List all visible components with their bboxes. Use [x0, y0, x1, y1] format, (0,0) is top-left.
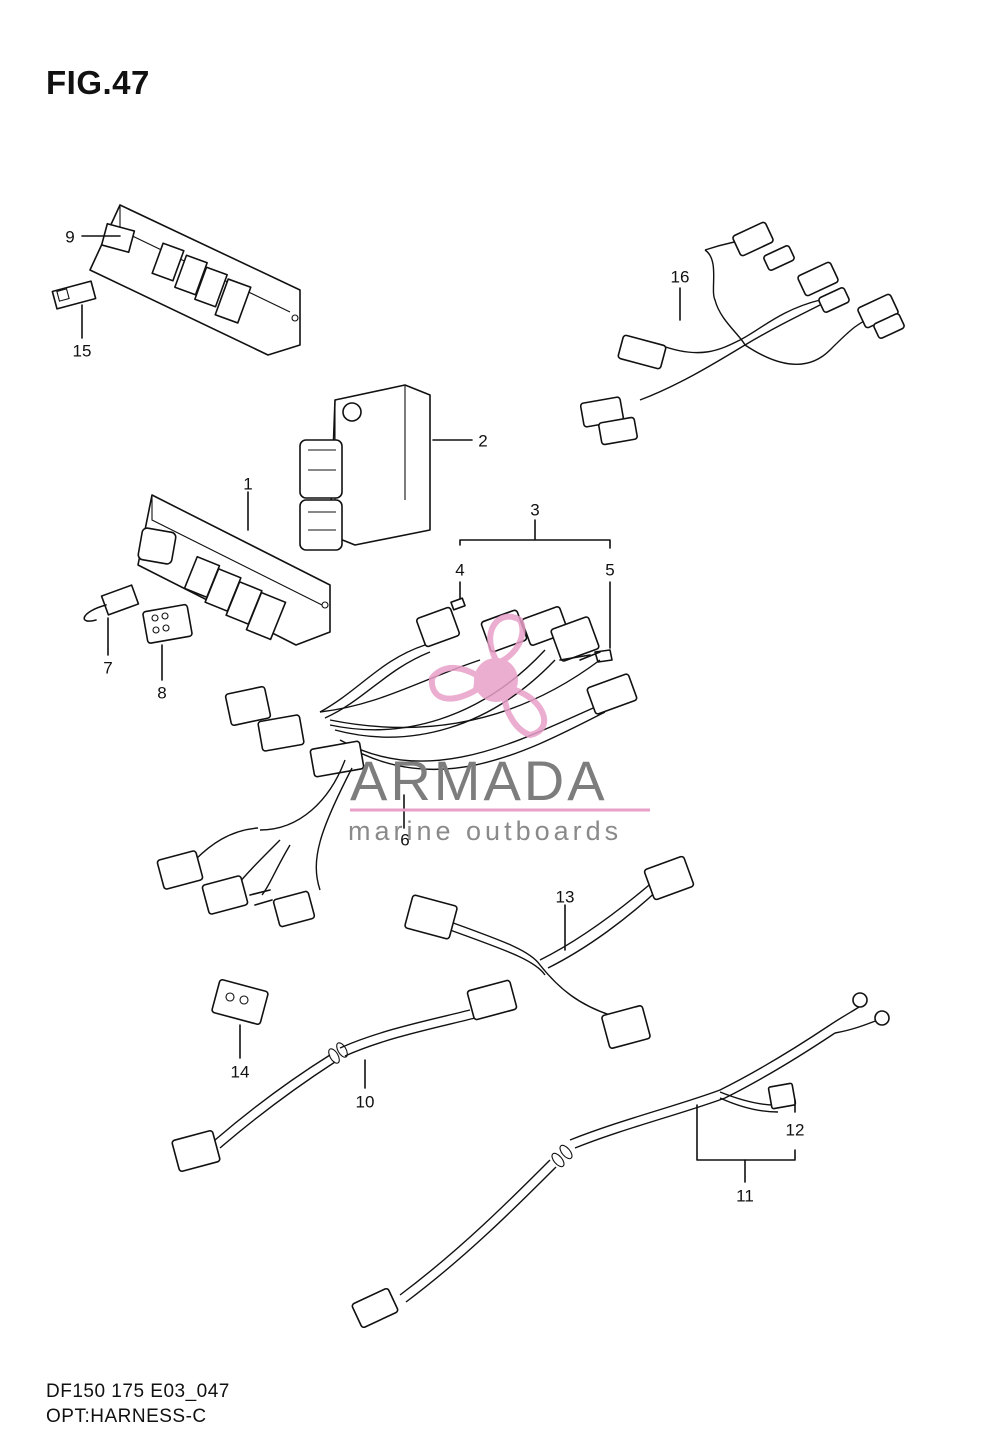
callout-15: 15 — [72, 341, 92, 361]
callout-10: 10 — [355, 1092, 375, 1112]
callout-6: 6 — [400, 830, 410, 850]
callout-7: 7 — [103, 658, 113, 678]
part-4-bolt — [450, 597, 466, 611]
callout-16: 16 — [670, 267, 690, 287]
part-9-relay-box — [89, 204, 301, 356]
callout-8: 8 — [157, 683, 167, 703]
watermark-brand: ARMADA — [350, 749, 608, 812]
part-10-extension-harness — [171, 979, 518, 1173]
leader-lines — [81, 235, 796, 1183]
part-1-relay-box — [137, 494, 331, 646]
callout-12: 12 — [785, 1120, 805, 1140]
part-15-connector — [51, 280, 97, 310]
part-16-harness — [579, 221, 905, 446]
part-13-harness — [404, 855, 695, 1049]
callout-9: 9 — [65, 227, 75, 247]
part-8-connector — [142, 603, 193, 644]
callout-3: 3 — [530, 500, 540, 520]
callout-4: 4 — [455, 560, 465, 580]
section-name: OPT:HARNESS-C — [46, 1406, 207, 1427]
callout-14: 14 — [230, 1062, 250, 1082]
callout-1: 1 — [243, 474, 253, 494]
part-2-control-module — [299, 384, 431, 551]
model-code: DF150 175 E03_047 — [46, 1381, 230, 1402]
watermark-tagline: marine outboards — [348, 816, 623, 846]
part-14-connector-holder — [211, 978, 269, 1026]
callout-13: 13 — [555, 887, 575, 907]
callout-2: 2 — [478, 431, 488, 451]
part-5-clip — [594, 649, 613, 663]
callout-5: 5 — [605, 560, 615, 580]
part-11-battery-harness — [351, 992, 890, 1329]
figure-title: FIG.47 — [46, 64, 150, 101]
part-7-cap — [83, 584, 140, 622]
armada-logo-icon — [428, 613, 548, 739]
callout-11: 11 — [736, 1186, 754, 1206]
